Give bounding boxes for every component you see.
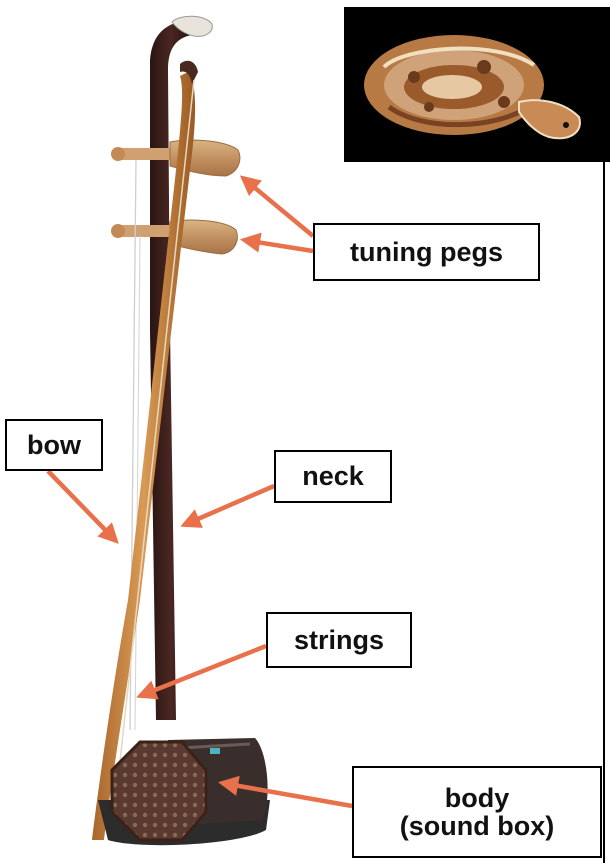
label-bow-text: bow — [27, 431, 81, 459]
label-strings: strings — [266, 612, 412, 668]
snake-image — [344, 7, 610, 162]
label-tuning-pegs-text: tuning pegs — [350, 238, 503, 266]
label-bow: bow — [5, 419, 103, 471]
tuning-peg-upper — [111, 140, 240, 176]
label-body-line1: body — [445, 784, 510, 812]
arrow-neck — [184, 486, 274, 525]
arrow-tuning-peg-upper — [243, 178, 313, 236]
arrow-bow — [48, 471, 116, 541]
label-body: body (sound box) — [352, 766, 602, 858]
label-body-line2: (sound box) — [400, 812, 554, 840]
right-divider-line — [603, 160, 605, 863]
erhu-string-2 — [135, 236, 140, 730]
arrow-tuning-peg-lower — [244, 240, 313, 251]
label-neck: neck — [274, 450, 392, 503]
label-tuning-pegs: tuning pegs — [313, 223, 540, 281]
label-neck-text: neck — [302, 462, 364, 490]
label-strings-text: strings — [294, 626, 384, 654]
erhu-bow-stick — [92, 72, 195, 840]
inset-photo-snake — [344, 7, 610, 162]
